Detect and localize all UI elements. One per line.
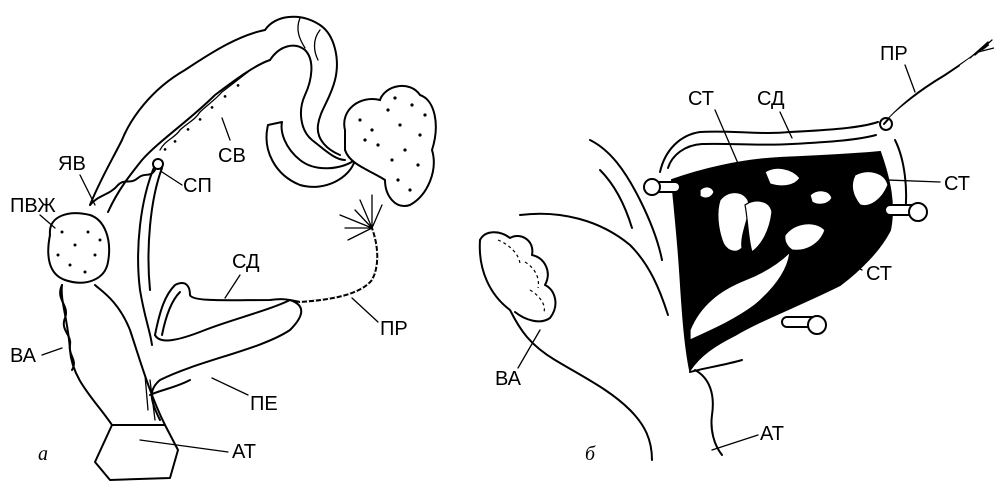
seminal-duct-a bbox=[138, 165, 155, 345]
panel-a-labels: ЯВ ПВЖ ВА СВ СП СД ПР ПЕ АТ а bbox=[10, 118, 408, 465]
penis-a bbox=[152, 300, 302, 420]
vagina-duct-a bbox=[62, 285, 112, 425]
accessory-gland-a bbox=[48, 213, 109, 282]
label-pe: ПЕ bbox=[250, 393, 278, 415]
label-st-right: СТ bbox=[944, 173, 970, 195]
panel-label-a: а bbox=[38, 443, 48, 465]
label-sp: СП bbox=[183, 175, 212, 197]
label-pr-b: ПР bbox=[880, 43, 908, 65]
panel-a-drawing bbox=[48, 17, 436, 480]
label-sd-a: СД bbox=[232, 251, 260, 273]
label-st-mid: СТ bbox=[866, 263, 892, 285]
vas-deferens-a bbox=[155, 283, 300, 335]
label-st-top: СТ bbox=[688, 88, 714, 110]
panel-label-b: б bbox=[585, 443, 596, 465]
vagina-lobes-b bbox=[480, 232, 555, 321]
label-yav: ЯВ bbox=[58, 153, 86, 175]
prostate-duct-a bbox=[300, 228, 377, 302]
label-at-b: АТ bbox=[760, 423, 784, 445]
panel-b-drawing bbox=[480, 40, 994, 460]
spermoviduct-a bbox=[90, 30, 265, 205]
atrium-a bbox=[95, 425, 178, 480]
label-pr-a: ПР bbox=[380, 318, 408, 340]
label-sd-b: СД bbox=[757, 88, 785, 110]
label-at-a: АТ bbox=[232, 441, 256, 463]
label-pvzh: ПВЖ bbox=[10, 195, 56, 217]
hermaphrodite-gland-a bbox=[344, 86, 436, 206]
label-va-a: ВА bbox=[10, 345, 37, 367]
albumen-gland-a bbox=[267, 122, 355, 187]
label-sv: СВ bbox=[218, 145, 246, 167]
body-outline-b bbox=[520, 214, 668, 315]
hermaphrodite-duct-a bbox=[265, 17, 340, 155]
label-va-b: ВА bbox=[495, 368, 522, 390]
